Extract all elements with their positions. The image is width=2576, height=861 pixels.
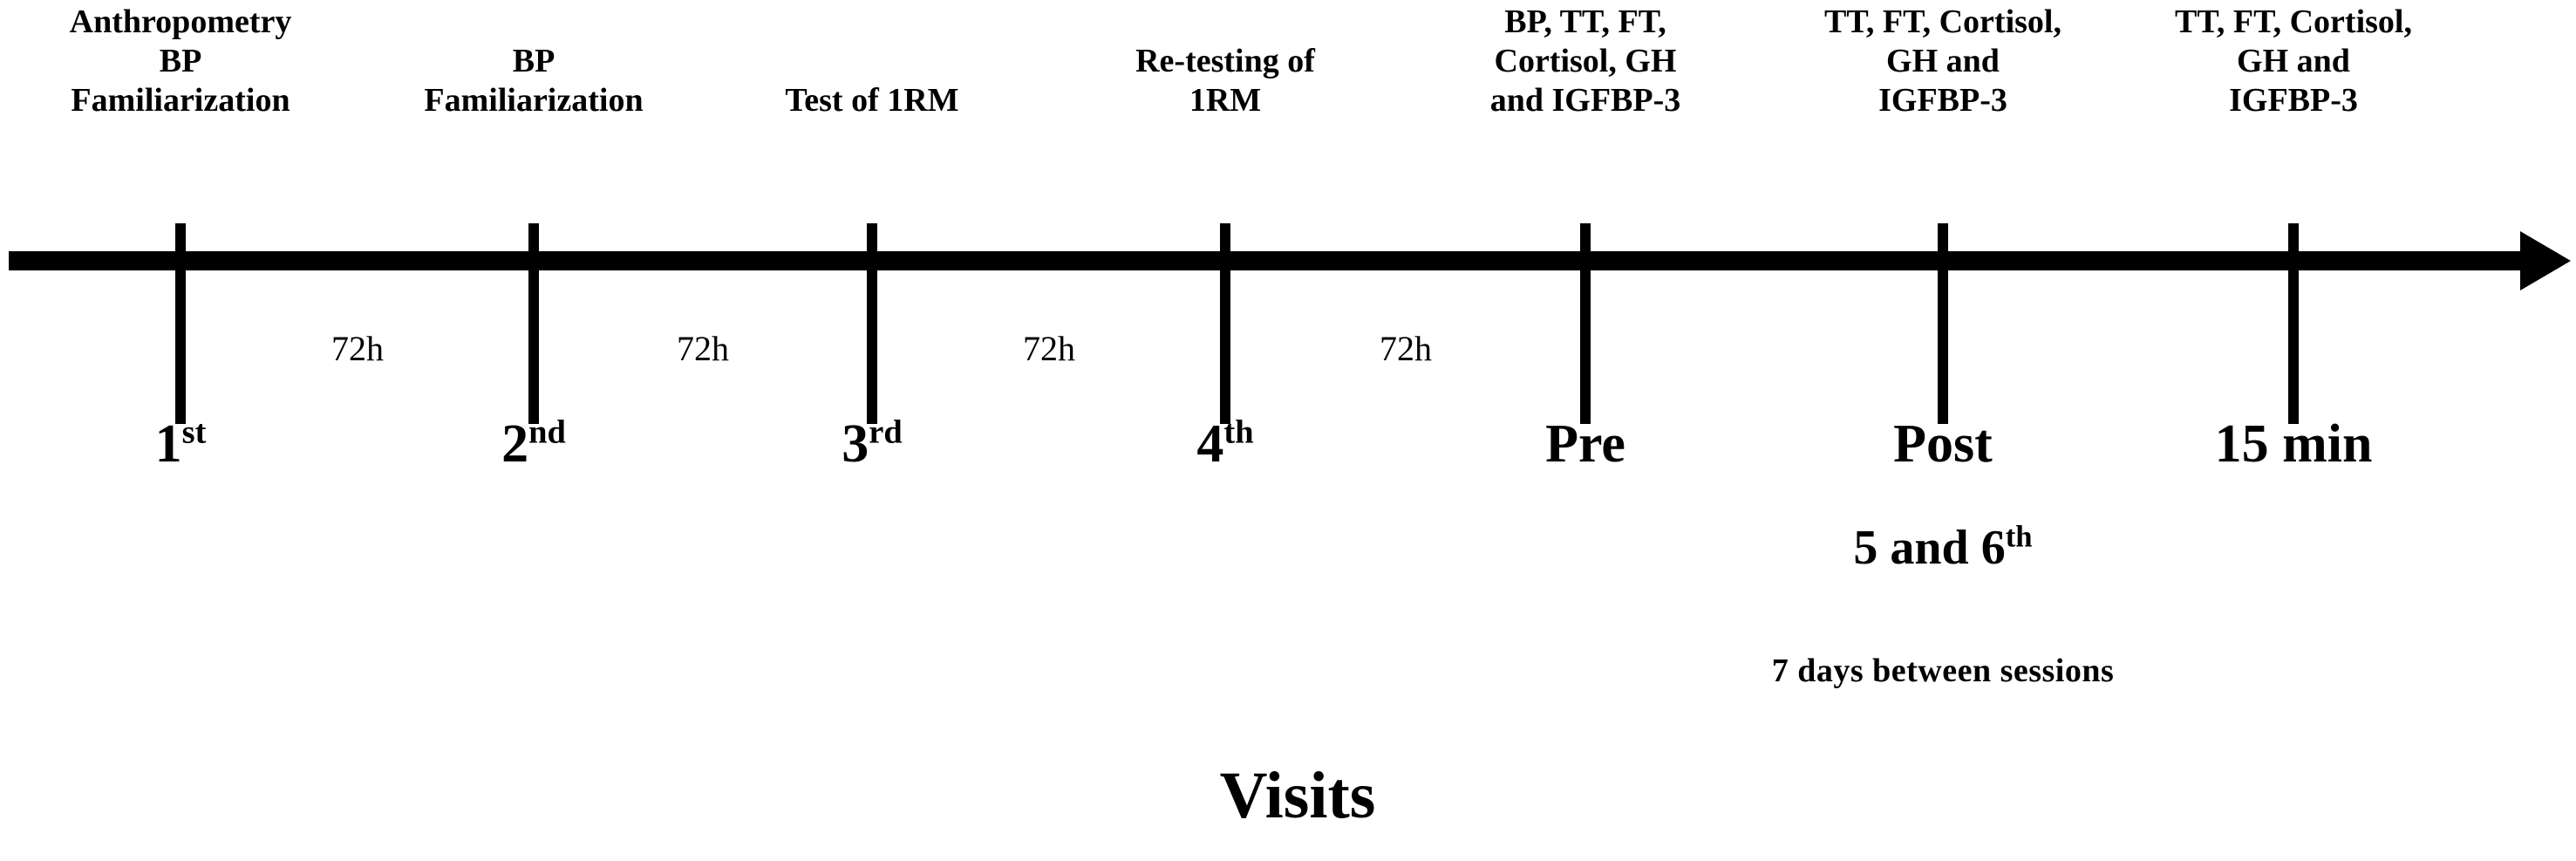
visit-label-text-visit-15min: 15 min — [2214, 414, 2373, 474]
visit-label-text-visit-1: 1 — [154, 414, 182, 474]
timeline-tick-visit-15min — [2288, 223, 2299, 424]
event-label-visit-post: TT, FT, Cortisol, GH and IGFBP-3 — [1824, 3, 2061, 119]
visit-label-visit-pre: Pre — [1545, 417, 1625, 471]
visit-label-text-visit-post: Post — [1893, 414, 1993, 474]
visit-ordinal-visit-3: rd — [869, 413, 903, 451]
timeline-tick-visit-pre — [1580, 223, 1591, 424]
event-label-visit-2: BP Familiarization — [424, 43, 644, 119]
session-group-label: 5 and 6th — [1853, 521, 2032, 575]
interval-label-interval-3-4: 72h — [1023, 329, 1075, 368]
interval-label-interval-4-pre: 72h — [1380, 329, 1432, 368]
interval-label-interval-2-3: 72h — [677, 329, 729, 368]
session-interval-note: 7 days between sessions — [1771, 653, 2115, 689]
visit-label-text-visit-pre: Pre — [1545, 414, 1625, 474]
session-group-prefix: 5 and 6 — [1853, 521, 2006, 575]
event-label-visit-3: Test of 1RM — [785, 82, 959, 119]
visit-label-text-visit-3: 3 — [842, 414, 869, 474]
visit-label-visit-15min: 15 min — [2215, 417, 2373, 471]
visit-label-text-visit-2: 2 — [501, 414, 529, 474]
timeline-tick-visit-3 — [867, 223, 877, 424]
timeline-tick-visit-post — [1938, 223, 1948, 424]
event-label-visit-4: Re-testing of 1RM — [1135, 43, 1315, 119]
event-label-visit-pre: BP, TT, FT, Cortisol, GH and IGFBP-3 — [1489, 3, 1681, 119]
visit-label-visit-3: 3rd — [842, 414, 902, 474]
visit-label-text-visit-4: 4 — [1196, 414, 1224, 474]
visit-label-visit-4: 4th — [1196, 414, 1253, 474]
timeline-axis-line — [9, 251, 2533, 270]
session-group-ordinal: th — [2005, 519, 2033, 554]
visit-label-visit-2: 2nd — [501, 414, 566, 474]
visit-label-visit-1: 1st — [154, 414, 207, 474]
figure-title: Visits — [1219, 759, 1376, 832]
timeline-tick-visit-4 — [1220, 223, 1230, 424]
visit-ordinal-visit-1: st — [181, 413, 207, 451]
interval-label-interval-1-2: 72h — [331, 329, 384, 368]
event-label-visit-1: Anthropometry BP Familiarization — [69, 3, 292, 119]
timeline-tick-visit-2 — [528, 223, 539, 424]
visit-ordinal-visit-2: nd — [528, 413, 566, 451]
event-label-visit-15min: TT, FT, Cortisol, GH and IGFBP-3 — [2175, 3, 2412, 119]
timeline-tick-visit-1 — [175, 223, 186, 424]
timeline-arrow-icon — [2520, 231, 2571, 290]
visit-label-visit-post: Post — [1893, 417, 1993, 471]
visit-ordinal-visit-4: th — [1223, 413, 1254, 451]
